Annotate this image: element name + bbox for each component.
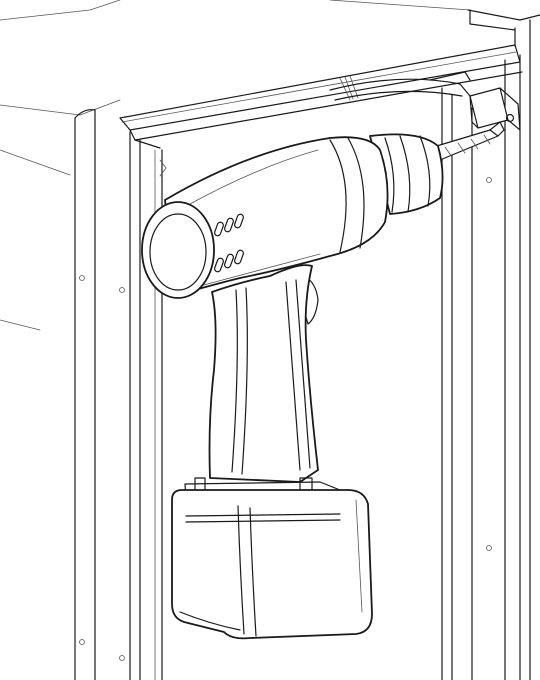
drill-body xyxy=(164,136,389,297)
background-cabinet xyxy=(0,0,471,331)
vent-slots xyxy=(214,213,244,273)
drill-end-cap xyxy=(141,201,215,299)
left-upright xyxy=(74,109,167,680)
drill-handle xyxy=(208,264,319,483)
mounting-bracket xyxy=(329,71,521,131)
battery-pack xyxy=(171,489,373,640)
drill-bit xyxy=(429,121,505,161)
